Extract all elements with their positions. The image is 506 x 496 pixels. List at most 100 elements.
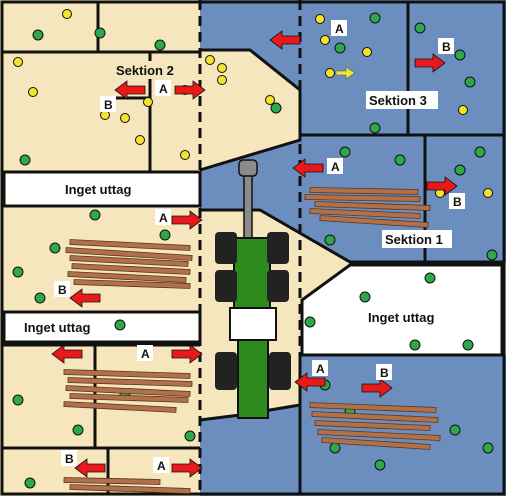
green-tree bbox=[304, 316, 316, 328]
green-tree bbox=[49, 242, 61, 254]
articulation-joint bbox=[229, 307, 277, 341]
section-label-2: Sektion 2 bbox=[114, 61, 184, 79]
log bbox=[67, 271, 187, 283]
yellow-trees bbox=[13, 9, 493, 198]
green-tree bbox=[339, 146, 351, 158]
tag-a: A bbox=[155, 209, 171, 225]
tag-b: B bbox=[54, 281, 70, 297]
green-tree bbox=[394, 154, 406, 166]
log bbox=[65, 385, 191, 397]
yellow-tree bbox=[28, 87, 38, 97]
green-trees bbox=[12, 12, 498, 489]
svg-text:A: A bbox=[335, 22, 344, 36]
log bbox=[73, 279, 191, 289]
green-tree bbox=[24, 477, 36, 489]
yellow-tree bbox=[265, 95, 275, 105]
wheel bbox=[269, 352, 291, 390]
green-tree bbox=[19, 154, 31, 166]
green-tree bbox=[454, 49, 466, 61]
letter-tags: A B A B A B A B A A B B A bbox=[54, 20, 465, 473]
log bbox=[69, 255, 189, 267]
no-harvest-label-top: Inget uttag bbox=[65, 182, 131, 197]
yellow-tree bbox=[320, 35, 330, 45]
yellow-tree bbox=[143, 97, 153, 107]
yellow-tree bbox=[217, 63, 227, 73]
tag-b: B bbox=[438, 38, 454, 54]
svg-text:B: B bbox=[65, 452, 74, 466]
log bbox=[63, 369, 191, 379]
green-tree bbox=[324, 234, 336, 246]
small-yellow-arrow bbox=[335, 66, 356, 80]
section-label-1: Sektion 1 bbox=[382, 230, 452, 248]
log bbox=[321, 437, 431, 450]
log bbox=[309, 208, 421, 219]
green-tree bbox=[369, 12, 381, 24]
log bbox=[309, 402, 437, 413]
svg-text:Sektion 3: Sektion 3 bbox=[369, 93, 427, 108]
svg-text:Sektion 2: Sektion 2 bbox=[116, 63, 174, 78]
green-tree bbox=[34, 292, 46, 304]
green-tree bbox=[32, 29, 44, 41]
green-tree bbox=[334, 42, 346, 54]
tag-b: B bbox=[376, 364, 392, 380]
rear-body bbox=[237, 339, 269, 419]
green-tree bbox=[159, 229, 171, 241]
svg-text:A: A bbox=[316, 362, 325, 376]
green-tree bbox=[474, 146, 486, 158]
svg-text:A: A bbox=[331, 160, 340, 174]
log bbox=[69, 393, 189, 403]
tag-a: A bbox=[312, 360, 328, 376]
strip-road-lines bbox=[198, 0, 302, 496]
log bbox=[65, 247, 193, 261]
green-tree bbox=[329, 442, 341, 454]
yellow-tree bbox=[362, 47, 372, 57]
yellow-tree bbox=[483, 188, 493, 198]
tag-a: A bbox=[331, 20, 347, 36]
svg-text:B: B bbox=[380, 366, 389, 380]
svg-text:A: A bbox=[159, 211, 168, 225]
green-tree bbox=[184, 430, 196, 442]
green-tree bbox=[454, 164, 466, 176]
green-tree bbox=[369, 122, 381, 134]
wheel bbox=[267, 232, 289, 264]
log bbox=[69, 239, 191, 251]
svg-text:B: B bbox=[58, 283, 67, 297]
section-label-3: Sektion 3 bbox=[366, 91, 438, 109]
svg-text:Sektion 1: Sektion 1 bbox=[385, 232, 443, 247]
wheel bbox=[267, 270, 289, 302]
green-tree bbox=[449, 424, 461, 436]
green-tree bbox=[359, 291, 371, 303]
crane-head bbox=[238, 159, 258, 177]
svg-text:A: A bbox=[141, 347, 150, 361]
svg-text:B: B bbox=[104, 98, 113, 112]
yellow-tree bbox=[205, 55, 215, 65]
green-tree bbox=[89, 209, 101, 221]
yellow-tree bbox=[13, 57, 23, 67]
svg-text:A: A bbox=[157, 459, 166, 473]
green-tree bbox=[72, 424, 84, 436]
log bbox=[304, 194, 421, 202]
log bbox=[69, 484, 191, 494]
no-harvest-label-left: Inget uttag bbox=[24, 320, 90, 335]
yellow-tree bbox=[180, 150, 190, 160]
yellow-tree bbox=[217, 75, 227, 85]
log-piles bbox=[63, 187, 441, 494]
tag-a: A bbox=[137, 345, 153, 361]
svg-text:A: A bbox=[159, 82, 168, 96]
green-tree bbox=[12, 266, 24, 278]
green-tree bbox=[409, 339, 421, 351]
green-tree bbox=[154, 39, 166, 51]
no-harvest-label-right: Inget uttag bbox=[368, 310, 434, 325]
log bbox=[63, 401, 177, 413]
log bbox=[311, 411, 439, 423]
log bbox=[63, 477, 161, 485]
green-tree bbox=[464, 76, 476, 88]
wheel bbox=[215, 232, 237, 264]
yellow-tree bbox=[135, 135, 145, 145]
green-tree bbox=[414, 22, 426, 34]
yellow-tree bbox=[325, 68, 335, 78]
direction-arrows bbox=[51, 30, 458, 478]
log bbox=[71, 263, 191, 275]
green-tree bbox=[482, 442, 494, 454]
